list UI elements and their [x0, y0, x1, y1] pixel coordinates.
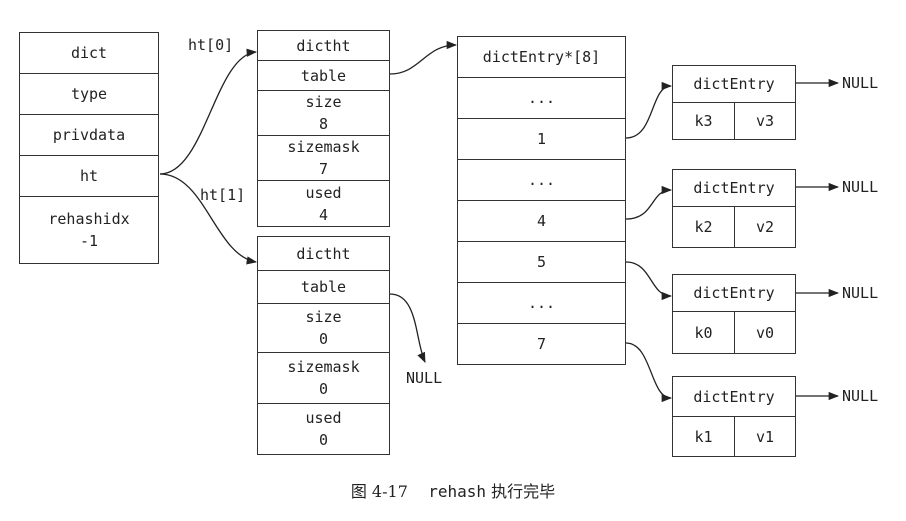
- arrow-ht-to-ht0: [159, 48, 258, 175]
- array-slot: ...: [457, 282, 626, 324]
- ht1-sizemask-label: sizemask: [287, 358, 360, 376]
- ht1-table-null: NULL: [406, 369, 443, 387]
- dict-field-rehashidx: rehashidx -1: [19, 196, 159, 264]
- ht1-field-used: used 0: [257, 403, 390, 455]
- ht1-used-value: 0: [318, 431, 329, 449]
- ht0-used-value: 4: [318, 205, 329, 224]
- ht1-used-label: used: [305, 409, 342, 427]
- entry-next-null: NULL: [842, 74, 879, 92]
- ht1-field-table: table: [257, 270, 390, 304]
- entry-value: v2: [734, 206, 796, 248]
- ht0-size-label: size: [305, 93, 342, 111]
- ht1-field-sizemask: sizemask 0: [257, 352, 390, 404]
- entry-title: dictEntry: [672, 169, 796, 207]
- ht1-size-label: size: [305, 308, 342, 326]
- array-slot: 4: [457, 200, 626, 242]
- entry-key: k2: [672, 206, 735, 248]
- entry-value: v3: [734, 102, 796, 140]
- entry-key: k0: [672, 311, 735, 354]
- ht0-title: dictht: [257, 30, 390, 61]
- arrow-slot1-to-entry0: [625, 81, 673, 139]
- ht1-pointer-label: ht[1]: [200, 186, 246, 204]
- arrow-slot5-to-entry2: [625, 261, 673, 301]
- caption-figure-number: 图 4-17: [350, 482, 408, 501]
- ht1-title: dictht: [257, 236, 390, 271]
- array-slot: 1: [457, 118, 626, 160]
- entry-title: dictEntry: [672, 376, 796, 417]
- ht1-size-value: 0: [318, 330, 329, 348]
- dict-field-ht: ht: [19, 155, 159, 197]
- array-slot: 5: [457, 241, 626, 283]
- entry-next-null: NULL: [842, 178, 879, 196]
- dict-title: dict: [19, 32, 159, 74]
- array-slot: ...: [457, 159, 626, 201]
- array-slot: 7: [457, 323, 626, 365]
- entry-value: v0: [734, 311, 796, 354]
- figure-caption: 图 4-17 rehash 执行完毕: [0, 478, 906, 502]
- entry-value: v1: [734, 416, 796, 457]
- ht0-sizemask-value: 7: [318, 160, 329, 178]
- ht0-size-value: 8: [318, 115, 329, 133]
- array-slot: ...: [457, 77, 626, 119]
- ht0-field-sizemask: sizemask 7: [257, 135, 390, 181]
- dict-field-privdata: privdata: [19, 114, 159, 156]
- ht0-used-label: used: [305, 183, 342, 202]
- entry-key: k3: [672, 102, 735, 140]
- entry-title: dictEntry: [672, 65, 796, 103]
- rehashidx-value: -1: [79, 232, 99, 250]
- ht0-field-table: table: [257, 60, 390, 91]
- ht0-pointer-label: ht[0]: [188, 36, 234, 54]
- caption-text: 执行完毕: [491, 482, 556, 501]
- entry-next-null: NULL: [842, 284, 879, 302]
- caption-command: rehash: [428, 482, 487, 501]
- rehashidx-label: rehashidx: [48, 210, 130, 228]
- dict-field-type: type: [19, 73, 159, 115]
- arrow-slot4-to-entry1: [625, 185, 673, 220]
- array-title: dictEntry*[8]: [457, 36, 626, 78]
- ht1-sizemask-value: 0: [318, 380, 329, 398]
- arrow-ht1-table-to-null: [389, 293, 426, 363]
- ht0-field-size: size 8: [257, 90, 390, 136]
- entry-next-null: NULL: [842, 387, 879, 405]
- ht1-field-size: size 0: [257, 303, 390, 353]
- entry-key: k1: [672, 416, 735, 457]
- ht0-field-used: used 4: [257, 180, 390, 227]
- entry-title: dictEntry: [672, 274, 796, 312]
- ht0-sizemask-label: sizemask: [287, 138, 360, 156]
- arrow-ht0-table-to-array: [389, 40, 458, 75]
- arrow-ht-to-ht1: [159, 173, 258, 265]
- arrow-slot7-to-entry3: [625, 342, 673, 403]
